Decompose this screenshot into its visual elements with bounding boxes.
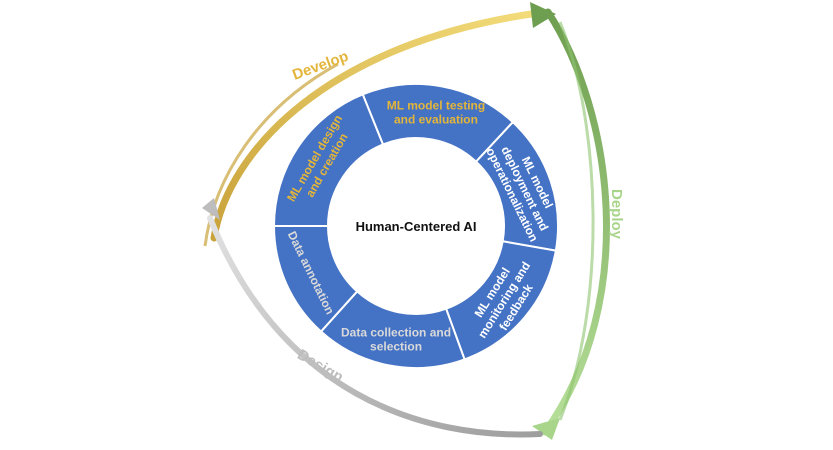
phase-label-deploy: Deploy: [608, 189, 625, 240]
center-title: Human-Centered AI: [356, 219, 477, 234]
phase-label-design: Design: [294, 346, 346, 386]
center-circle: [328, 138, 504, 314]
segment-label-line: ML model testing: [387, 99, 485, 113]
design-arrow: [202, 198, 543, 438]
segment-label-line: Data collection and: [341, 325, 451, 339]
segment-label-line: and evaluation: [394, 113, 478, 127]
segment-label-line: selection: [370, 339, 422, 353]
deploy-arrow: [532, 8, 610, 440]
